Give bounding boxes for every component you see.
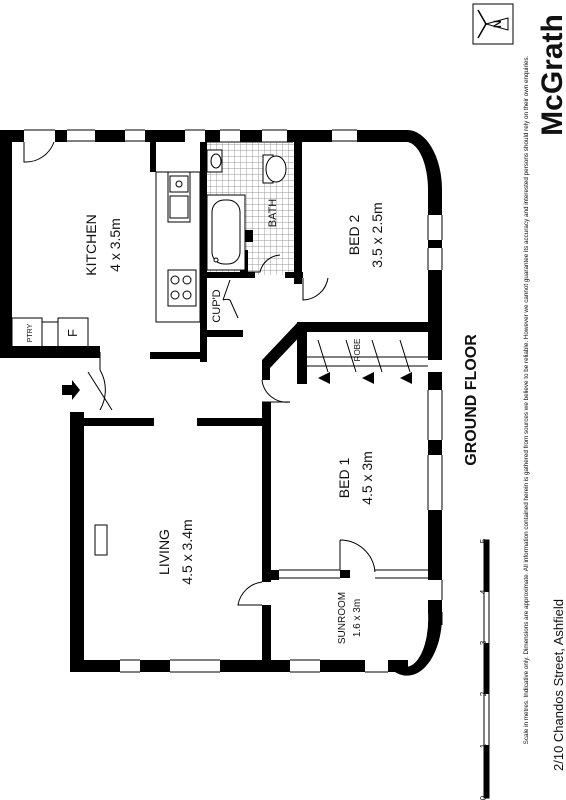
floor-label: GROUND FLOOR: [463, 334, 480, 466]
scale-bar: [483, 539, 490, 799]
robe-fixture: [307, 339, 428, 373]
angled-wall: [262, 322, 306, 368]
corner-wall-bottom-right: [395, 612, 443, 676]
bath-fixtures: [206, 149, 287, 271]
room-labels: KITCHEN 4 x 3.5m BATH BED 2 3.5 x 2.5m C…: [27, 199, 480, 644]
hall-wall-stub: [262, 360, 270, 380]
brand-logo: McGrath: [536, 14, 566, 136]
kitchen-fixtures: [11, 171, 201, 556]
bed1-dims: 4.5 x 3m: [359, 451, 375, 505]
ptry-name: PTRY: [27, 323, 34, 342]
entry-arrow-icon: [62, 380, 80, 400]
scale-tick-0: 0: [479, 795, 488, 800]
scale-ticks: 0 1 2 3 4 5: [479, 538, 488, 800]
interior-walls: [84, 142, 429, 660]
fridge-name: F: [65, 329, 80, 337]
robe-arrows: [318, 372, 412, 384]
bed2-name: BED 2: [346, 215, 362, 256]
sunroom-dims: 1.6 x 3m: [352, 599, 363, 637]
living-dims: 4.5 x 3.4m: [179, 519, 195, 584]
scale-tick-1: 1: [479, 743, 488, 748]
compass-icon: N: [472, 3, 514, 45]
kitchen-name: KITCHEN: [83, 214, 99, 275]
bed2-dims: 3.5 x 2.5m: [369, 202, 385, 267]
bed1-name: BED 1: [336, 458, 352, 499]
cupd-name: CUP'D: [211, 289, 223, 322]
compass-letter: N: [492, 20, 504, 28]
exterior-walls: [0, 130, 442, 672]
corner-wall-top-right: [407, 130, 442, 190]
exterior-window-lines: [24, 129, 443, 673]
scale-tick-3: 3: [479, 640, 488, 645]
interior-window-lines: [207, 141, 428, 579]
kitchen-dims: 4 x 3.5m: [107, 218, 123, 272]
bath-name: BATH: [267, 199, 279, 228]
address: 2/10 Chandos Street, Ashfield: [551, 599, 566, 771]
scale-tick-4: 4: [479, 589, 488, 594]
robe-name: ROBE: [353, 339, 362, 362]
disclaimer: Scale in metres. Indicative only. Dimens…: [523, 55, 530, 744]
sunroom-name: SUNROOM: [337, 592, 348, 644]
living-name: LIVING: [156, 529, 172, 575]
scale-tick-2: 2: [479, 691, 488, 696]
door-swings: [23, 141, 376, 606]
scale-tick-5: 5: [479, 538, 488, 543]
